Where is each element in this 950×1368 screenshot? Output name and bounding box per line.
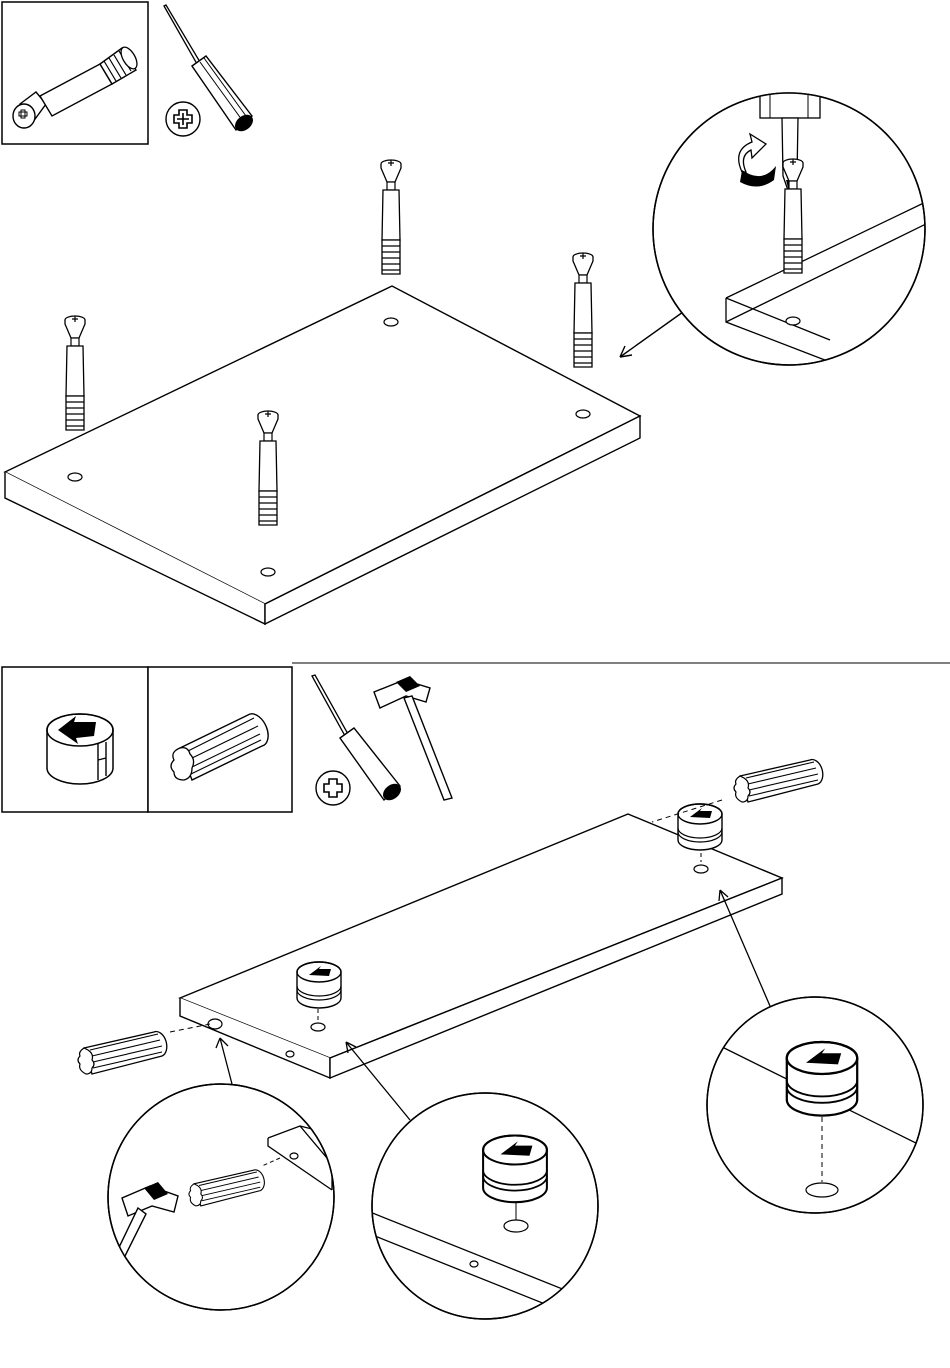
step-1-detail [653, 88, 930, 365]
step-2-detail-hammer-dowel [108, 1084, 340, 1310]
step-2-panel [180, 814, 782, 1078]
step-2-detail-cam-lock-right [707, 997, 930, 1213]
step-1-callout-arrow [620, 312, 683, 357]
cam-lock-icon [47, 714, 113, 784]
step-2-detail-cam-lock-left [370, 1093, 600, 1326]
step-2 [2, 667, 930, 1326]
step-1 [2, 2, 930, 624]
phillips-screwdriver-icon [164, 5, 256, 136]
step-1-panel [5, 286, 640, 624]
